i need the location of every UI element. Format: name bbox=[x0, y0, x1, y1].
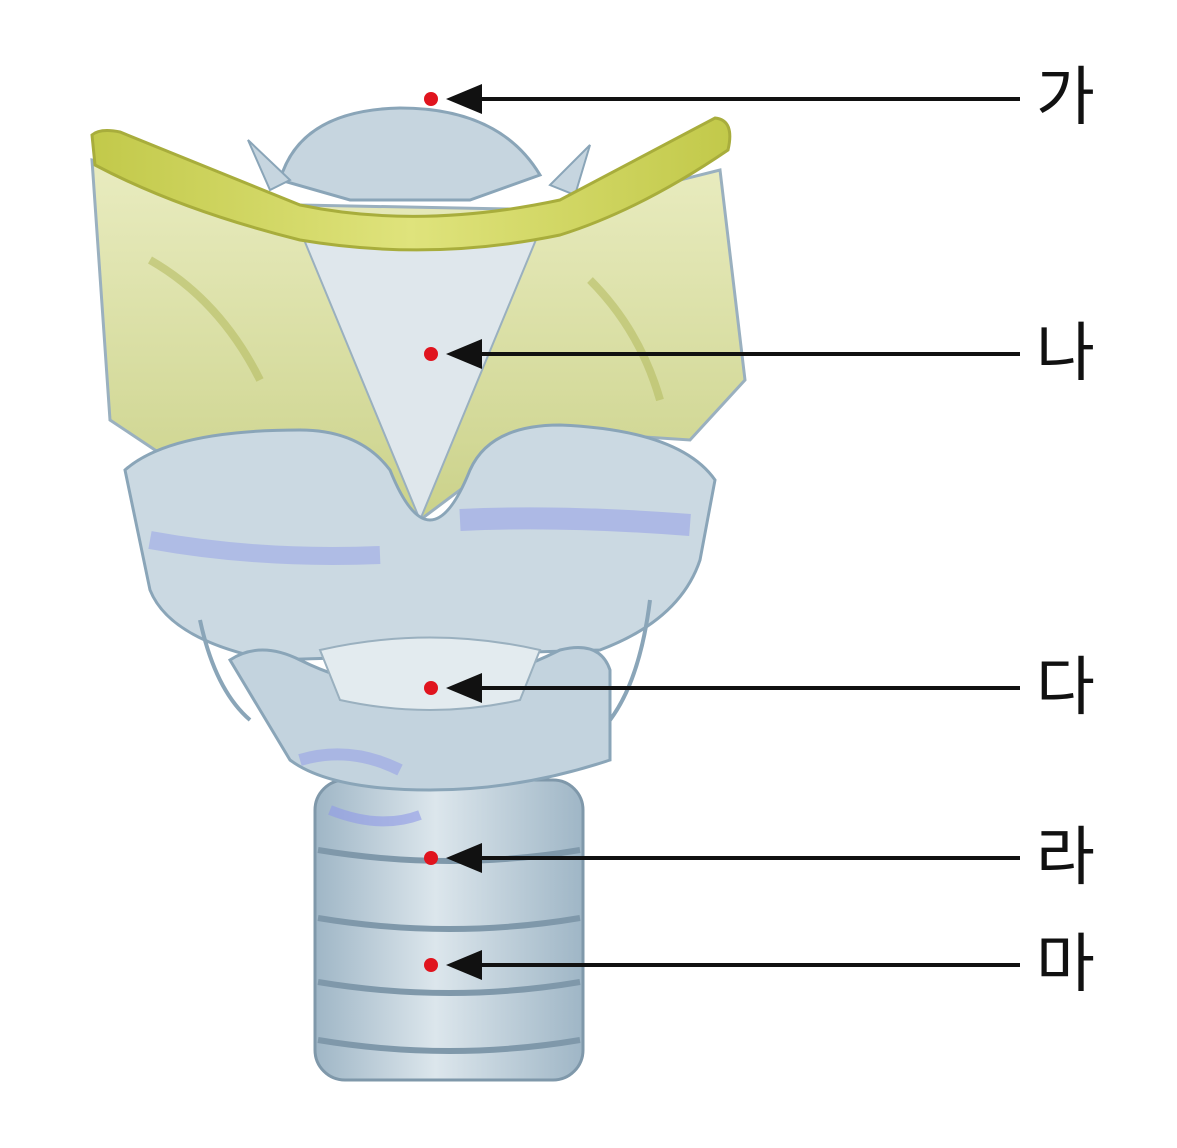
label-da: 다 bbox=[1036, 651, 1095, 725]
trachea bbox=[313, 778, 585, 1082]
arrow-head-ga bbox=[446, 84, 482, 114]
arrow-head-na bbox=[446, 339, 482, 369]
marker-dot-da bbox=[424, 681, 438, 695]
label-ma: 마 bbox=[1036, 928, 1095, 1002]
arrow-head-ma bbox=[446, 950, 482, 980]
epiglottis bbox=[247, 106, 591, 202]
callout-layer bbox=[424, 84, 1020, 980]
marker-dot-ra bbox=[424, 851, 438, 865]
marker-dot-ga bbox=[424, 92, 438, 106]
marker-dot-ma bbox=[424, 958, 438, 972]
label-ra: 라 bbox=[1036, 821, 1095, 895]
arrow-head-ra bbox=[446, 843, 482, 873]
arrow-head-da bbox=[446, 673, 482, 703]
marker-dot-na bbox=[424, 347, 438, 361]
cricoid-cartilage bbox=[123, 423, 717, 792]
label-na: 나 bbox=[1036, 317, 1095, 391]
label-ga: 가 bbox=[1036, 61, 1095, 135]
